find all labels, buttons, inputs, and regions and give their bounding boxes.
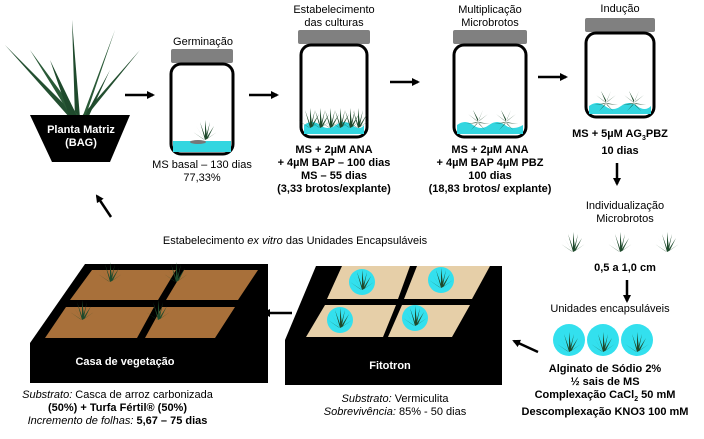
germination-jar [169, 49, 235, 156]
fitotron-substrate-value: Vermiculita [391, 393, 449, 405]
establishment-line3: MS – 55 dias [300, 170, 368, 182]
individualization-size: 0,5 a 1,0 cm [594, 262, 656, 274]
establishment-line4: (3,33 brotos/explante) [277, 183, 391, 195]
induction-line1-post: PBZ [645, 128, 668, 140]
encapsulation-line3: Complexação CaCl2 50 mM [515, 389, 695, 406]
multiplication-line2: + 4µM BAP 4µM PBZ [436, 157, 544, 169]
greenhouse-leaves-value: 5,67 – 75 dias [133, 415, 208, 427]
establishment-title-line1: Estabelecimento [293, 4, 375, 16]
multiplication-line1: MS + 2µM ANA [451, 144, 529, 156]
individualization-title-line1: Individualização [585, 200, 665, 212]
arrow-capsules-to-fitotron [512, 339, 539, 354]
multiplication-line4: (18,83 brotos/ explante) [428, 183, 552, 195]
greenhouse-box [30, 262, 268, 383]
ex-vitro-title: Estabelecimento ex vitro das Unidades En… [140, 235, 450, 248]
greenhouse-substrate: Substrato: Casca de arroz carbonizada [0, 389, 235, 402]
individualization-title: Individualização Microbrotos [570, 200, 680, 226]
fitotron-survival-label: Sobrevivência: [323, 406, 396, 418]
germination-rate: 77,33% [183, 172, 221, 184]
establishment-jar [298, 30, 370, 139]
ex-vitro-title-italic: ex vitro [247, 235, 283, 247]
fitotron-substrate-label: Substrato: [341, 393, 392, 405]
induction-line2: 10 dias [601, 145, 639, 158]
ex-vitro-title-pre: Estabelecimento [162, 235, 248, 247]
encapsulation-title: Unidades encapsuláveis [550, 303, 670, 315]
encapsulation-caption: Alginato de Sódio 2% ½ sais de MS Comple… [515, 363, 695, 419]
greenhouse-caption: Substrato: Casca de arroz carbonizada (5… [0, 389, 235, 428]
greenhouse-leaves: Incremento de folhas: 5,67 – 75 dias [0, 415, 235, 428]
fitotron-substrate: Substrato: Vermiculita [290, 393, 500, 406]
establishment-title-line2: das culturas [304, 17, 364, 29]
encapsulation-line3-sub: 2 [634, 396, 639, 404]
mother-plant-leaves [5, 20, 140, 118]
induction-caption: MS + 5µM AG3PBZ 10 dias [560, 128, 680, 158]
mother-plant-label-line2: (BAG) [65, 137, 97, 149]
mother-plant-pot [30, 115, 130, 162]
fitotron-label: Fitotron [369, 360, 411, 372]
greenhouse-substrate-line2: (50%) + Turfa Fértil® (50%) [47, 402, 187, 414]
multiplication-title: Multiplicação Microbrotos [440, 4, 540, 30]
induction-title: Indução [600, 3, 640, 15]
multiplication-jar [452, 30, 528, 139]
multiplication-caption: MS + 2µM ANA + 4µM BAP 4µM PBZ 100 dias … [420, 144, 560, 196]
arrow-greenhouse-to-plant [95, 194, 113, 218]
multiplication-title-line2: Microbrotos [461, 17, 519, 29]
fitotron-survival: Sobrevivência: 85% - 50 dias [290, 406, 500, 419]
fitotron-box [285, 266, 502, 385]
greenhouse-label: Casa de vegetação [75, 356, 175, 368]
individual-microshoots [561, 232, 679, 252]
fitotron-survival-value: 85% - 50 dias [395, 406, 467, 418]
germination-caption: MS basal – 130 dias 77,33% [140, 159, 264, 185]
encapsulation-line2: ½ sais de MS [570, 376, 640, 388]
germination-title: Germinação [173, 36, 233, 48]
multiplication-line3: 100 dias [468, 170, 512, 182]
multiplication-title-line1: Multiplicação [458, 4, 522, 16]
encapsulated-units [553, 324, 653, 356]
greenhouse-substrate-label: Substrato: [22, 389, 73, 401]
individualization-title-line2: Microbrotos [596, 213, 654, 225]
encapsulation-line4: Descomplexação KNO3 100 mM [521, 406, 689, 419]
germination-medium: MS basal – 130 dias [152, 159, 252, 171]
induction-jar [584, 18, 656, 119]
establishment-title: Estabelecimento das culturas [284, 4, 384, 30]
greenhouse-substrate-value: Casca de arroz carbonizada [72, 389, 213, 401]
induction-line1: MS + 5µM AG3PBZ [560, 128, 680, 145]
establishment-line1: MS + 2µM ANA [295, 144, 373, 156]
induction-line1-pre: MS + 5µM AG [572, 128, 642, 140]
encapsulation-line3-post: 50 mM [638, 389, 676, 401]
mother-plant-label: Planta Matriz (BAG) [36, 124, 126, 150]
encapsulation-line3-pre: Complexação CaCl [534, 389, 635, 401]
fitotron-caption: Substrato: Vermiculita Sobrevivência: 85… [290, 393, 500, 419]
mother-plant-label-line1: Planta Matriz [47, 124, 115, 136]
greenhouse-leaves-label: Incremento de folhas: [27, 415, 134, 427]
establishment-line2: + 4µM BAP – 100 dias [277, 157, 391, 169]
induction-line1-sub: 3 [641, 135, 646, 143]
ex-vitro-title-post: das Unidades Encapsuláveis [282, 235, 428, 247]
establishment-caption: MS + 2µM ANA + 4µM BAP – 100 dias MS – 5… [270, 144, 398, 196]
encapsulation-line1: Alginato de Sódio 2% [548, 363, 662, 375]
